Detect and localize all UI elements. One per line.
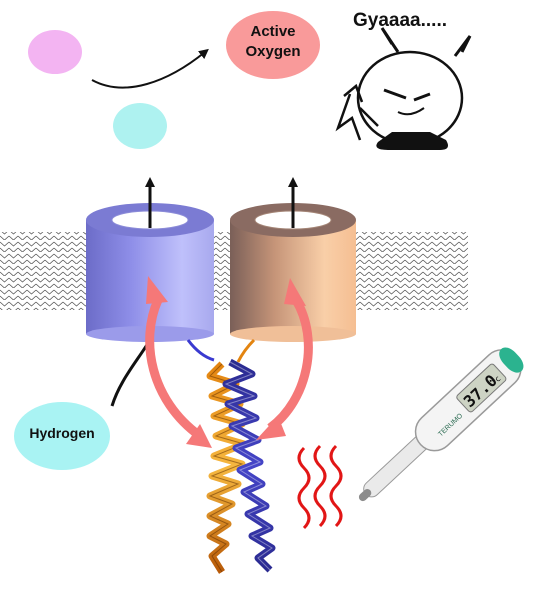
protein-helix-icon bbox=[186, 338, 276, 574]
active-oxygen-label: Active Oxygen bbox=[225, 22, 321, 62]
hydrogen-link-line bbox=[110, 339, 152, 407]
exclamation-text: Gyaaaa..... bbox=[353, 10, 448, 31]
cyan-molecule-icon bbox=[113, 103, 167, 149]
membrane-right bbox=[356, 232, 468, 310]
pink-molecule-icon bbox=[28, 30, 82, 74]
devil-character-icon bbox=[335, 27, 472, 150]
membrane-left bbox=[0, 232, 86, 310]
left-double-arrow bbox=[145, 276, 212, 448]
hydrogen-label: Hydrogen bbox=[29, 425, 95, 441]
blue-ion-channel bbox=[86, 203, 214, 342]
active-oxygen-bubble bbox=[226, 11, 320, 79]
hydrogen-bubble bbox=[14, 402, 110, 470]
thermometer-icon bbox=[358, 347, 524, 502]
right-double-arrow bbox=[256, 278, 313, 440]
active-oxygen-line1: Active bbox=[250, 23, 296, 40]
heat-wave-icon bbox=[297, 444, 343, 530]
active-oxygen-line2: Oxygen bbox=[245, 43, 301, 60]
membrane-middle bbox=[214, 232, 232, 310]
reaction-arrow bbox=[91, 48, 209, 89]
